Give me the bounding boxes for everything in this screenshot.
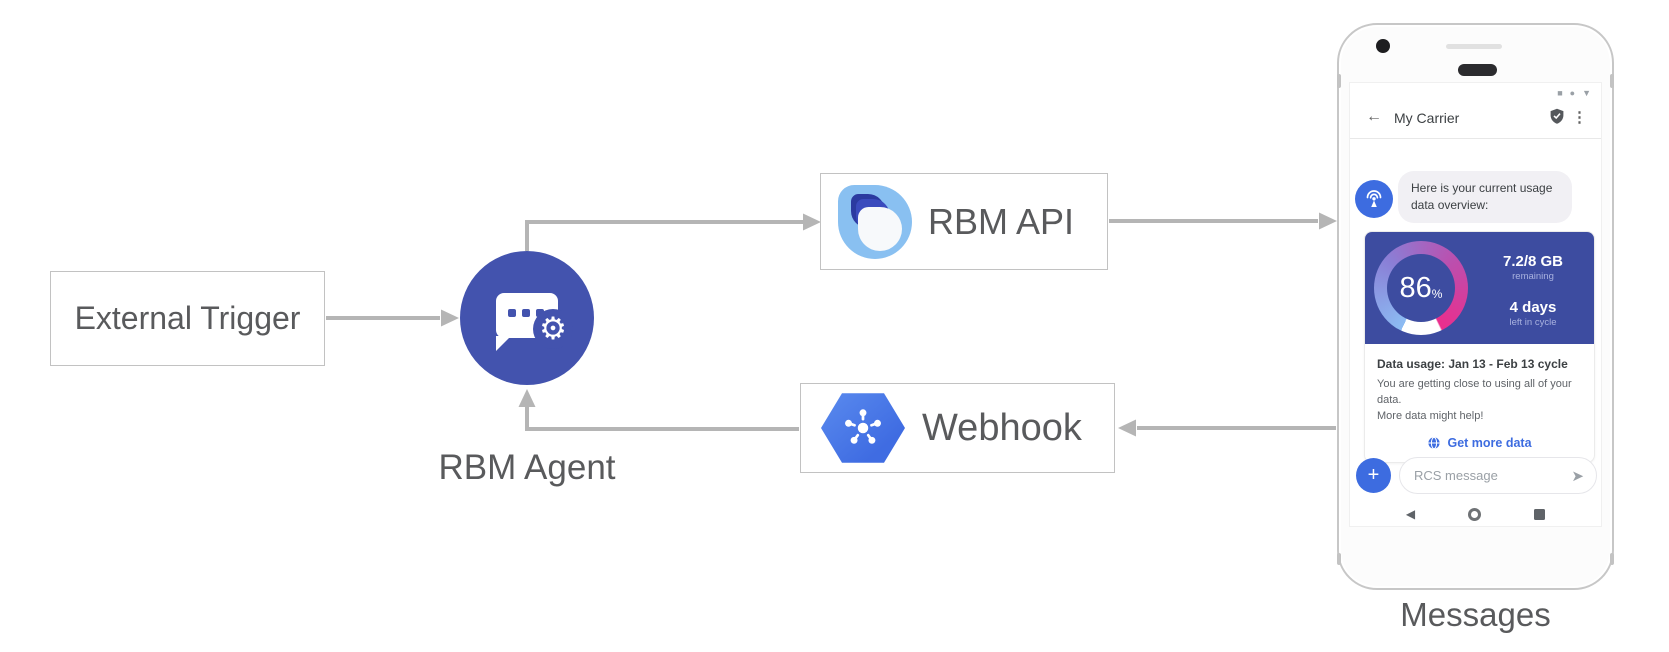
status-bar: ■ ● ▼ (1557, 88, 1591, 98)
gauge-percent: 86% (1399, 271, 1443, 304)
rbm-agent-label: RBM Agent (438, 448, 616, 487)
arrowhead-trigger-to-agent (441, 309, 459, 327)
back-icon[interactable]: ← (1366, 108, 1382, 125)
status-circle-icon: ● (1569, 88, 1576, 98)
nav-recents-icon[interactable] (1534, 508, 1546, 520)
rbm-api-label: RBM API (928, 200, 1075, 242)
usage-rich-card: 86% 7.2/8 GB remaining 4 days left in cy… (1364, 231, 1595, 463)
status-triangle-icon: ▼ (1582, 88, 1591, 98)
overflow-menu-icon[interactable]: ⋮ (1572, 109, 1587, 126)
webhook-hexagon-icon (821, 393, 905, 463)
earpiece (1458, 64, 1497, 76)
cycle-days-label: left in cycle (1509, 317, 1557, 328)
conversation-header: ← My Carrier ⋮ (1350, 101, 1601, 137)
gear-halo: ⚙ (533, 309, 573, 349)
android-navbar: ◀ (1350, 507, 1601, 521)
nav-back-icon[interactable]: ◀ (1405, 507, 1416, 521)
nav-home-icon[interactable] (1468, 507, 1482, 521)
frame-seam (1610, 553, 1614, 565)
attach-plus-button[interactable]: + (1356, 458, 1391, 493)
phone-screen: ■ ● ▼ ← My Carrier ⋮ (1349, 82, 1602, 527)
frame-seam (1610, 74, 1614, 88)
gauge-hole (1387, 254, 1455, 322)
get-more-data-label: Get more data (1447, 435, 1532, 450)
gear-icon: ⚙ (539, 310, 567, 347)
arrow-agent-to-api (525, 220, 803, 251)
agent-avatar (1355, 180, 1393, 218)
conversation-title: My Carrier (1394, 110, 1460, 126)
message-composer: + ➤ (1356, 457, 1597, 494)
external-trigger-node: External Trigger (50, 271, 325, 366)
webhook-node: Webhook (800, 383, 1115, 473)
rcs-message-input[interactable] (1414, 468, 1562, 483)
rbm-api-logo-icon (838, 184, 912, 259)
usage-card-text-line1: You are getting close to using all of yo… (1377, 378, 1572, 406)
speaker-slit (1446, 44, 1502, 49)
message-input-pill[interactable]: ➤ (1399, 457, 1597, 494)
agent-message-bubble: Here is your current usage data overview… (1398, 171, 1572, 223)
usage-card-text-line2: More data might help! (1377, 409, 1484, 422)
external-trigger-label: External Trigger (74, 300, 301, 336)
frame-seam (1337, 74, 1341, 88)
rbm-agent-node: ⚙ (460, 251, 594, 385)
globe-icon (1428, 436, 1441, 449)
phone-mockup: ■ ● ▼ ← My Carrier ⋮ (1337, 23, 1614, 590)
front-camera (1376, 39, 1390, 53)
cycle-days-value: 4 days (1509, 299, 1557, 316)
header-divider (1350, 138, 1601, 139)
status-square-icon: ■ (1557, 88, 1563, 98)
usage-card-hero: 86% 7.2/8 GB remaining 4 days left in cy… (1365, 232, 1594, 344)
get-more-data-button[interactable]: Get more data (1377, 436, 1582, 450)
usage-card-title: Data usage: Jan 13 - Feb 13 cycle (1377, 357, 1568, 371)
network-glyph-icon (845, 409, 881, 444)
arrow-webhook-to-agent (525, 407, 799, 431)
arrowhead-api-to-phone (1319, 212, 1337, 230)
arrowhead-webhook-to-agent (518, 389, 536, 407)
send-icon[interactable]: ➤ (1571, 468, 1584, 485)
messages-caption: Messages (1400, 596, 1551, 633)
usage-card-body: Data usage: Jan 13 - Feb 13 cycle You ar… (1365, 344, 1594, 462)
usage-gauge: 86% (1374, 241, 1468, 335)
verified-shield-icon (1549, 108, 1565, 129)
usage-stats: 7.2/8 GB remaining 4 days left in cycle (1472, 232, 1594, 344)
antenna-icon (1366, 190, 1382, 207)
chat-bubble-tail (496, 336, 511, 351)
arrowhead-agent-to-api (803, 213, 821, 231)
remaining-value: 7.2/8 GB (1502, 253, 1564, 270)
frame-seam (1337, 553, 1341, 565)
arrowhead-phone-to-webhook (1118, 419, 1136, 437)
remaining-label: remaining (1512, 271, 1554, 282)
rbm-api-node: RBM API (820, 173, 1108, 270)
webhook-label: Webhook (922, 406, 1082, 449)
